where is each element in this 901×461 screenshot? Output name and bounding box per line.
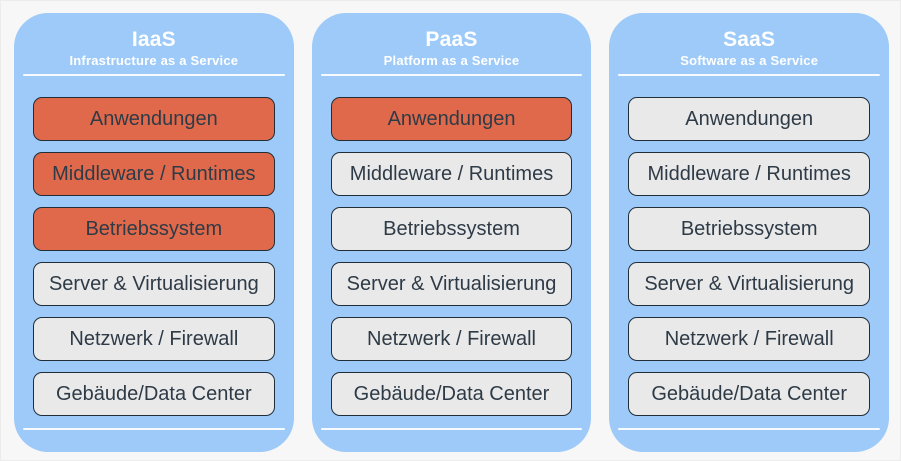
footer-divider	[618, 428, 881, 431]
column-subtitle: Platform as a Service	[383, 53, 520, 69]
column-subtitle: Software as a Service	[680, 53, 819, 69]
layer-netzwerk-firewall: Netzwerk / Firewall	[33, 317, 275, 362]
header-divider	[320, 74, 583, 77]
paas-column: PaaS Platform as a Service Anwendungen M…	[311, 13, 592, 452]
footer-divider	[320, 428, 583, 431]
layer-netzwerk-firewall: Netzwerk / Firewall	[330, 317, 573, 362]
iaas-column: IaaS Infrastructure as a Service Anwendu…	[14, 13, 294, 452]
layer-anwendungen: Anwendungen	[33, 97, 275, 142]
layer-anwendungen: Anwendungen	[628, 97, 871, 142]
layer-betriebssystem: Betriebssystem	[33, 207, 275, 252]
layer-netzwerk-firewall: Netzwerk / Firewall	[628, 317, 871, 362]
layer-middleware-runtimes: Middleware / Runtimes	[330, 152, 573, 197]
saas-layers: Anwendungen Middleware / Runtimes Betrie…	[609, 97, 889, 427]
layer-gebaeude-data-center: Gebäude/Data Center	[33, 372, 275, 417]
footer-divider	[23, 428, 285, 431]
header-divider	[618, 74, 881, 77]
header-divider	[23, 74, 285, 77]
layer-middleware-runtimes: Middleware / Runtimes	[628, 152, 871, 197]
layer-gebaeude-data-center: Gebäude/Data Center	[330, 372, 573, 417]
saas-column: SaaS Software as a Service Anwendungen M…	[609, 13, 890, 452]
column-title: PaaS	[425, 28, 478, 51]
layer-server-virtualisierung: Server & Virtualisierung	[33, 262, 275, 307]
layer-gebaeude-data-center: Gebäude/Data Center	[628, 372, 871, 417]
layer-betriebssystem: Betriebssystem	[330, 207, 573, 252]
column-title: IaaS	[131, 28, 176, 51]
paas-layers: Anwendungen Middleware / Runtimes Betrie…	[312, 97, 592, 427]
column-title: SaaS	[723, 28, 776, 51]
layer-server-virtualisierung: Server & Virtualisierung	[330, 262, 573, 307]
layer-middleware-runtimes: Middleware / Runtimes	[33, 152, 275, 197]
layer-betriebssystem: Betriebssystem	[628, 207, 871, 252]
paas-header: PaaS Platform as a Service	[312, 13, 592, 77]
layer-anwendungen: Anwendungen	[330, 97, 573, 142]
iaas-header: IaaS Infrastructure as a Service	[14, 13, 294, 77]
saas-header: SaaS Software as a Service	[609, 13, 889, 77]
iaas-layers: Anwendungen Middleware / Runtimes Betrie…	[14, 97, 294, 427]
column-subtitle: Infrastructure as a Service	[69, 53, 239, 69]
layer-server-virtualisierung: Server & Virtualisierung	[628, 262, 871, 307]
